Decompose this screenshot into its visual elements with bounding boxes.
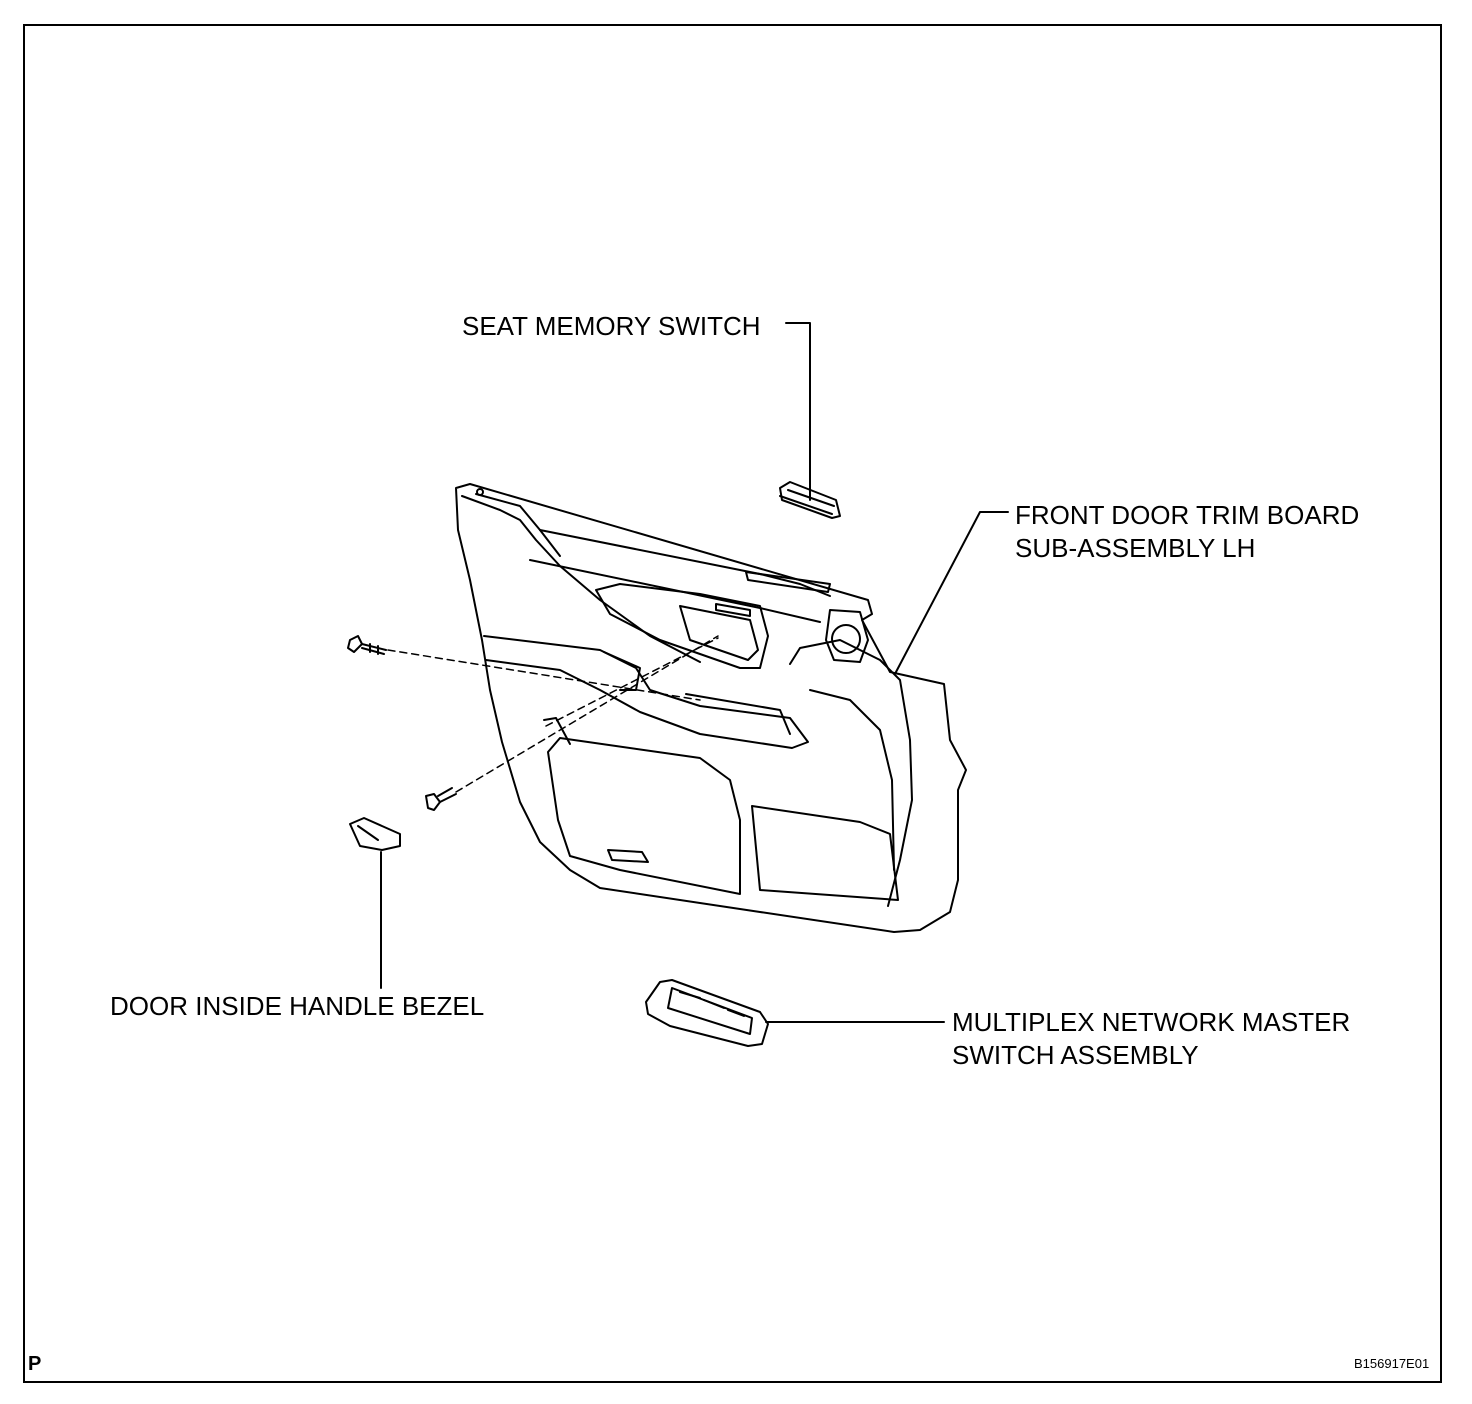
label-multiplex-master-switch: MULTIPLEX NETWORK MASTER SWITCH ASSEMBLY bbox=[952, 1007, 1351, 1070]
corner-mark: P bbox=[28, 1353, 42, 1375]
diagram-frame bbox=[23, 24, 1442, 1383]
screw-upper bbox=[347, 635, 387, 655]
label-front-door-trim-board: FRONT DOOR TRIM BOARD SUB-ASSEMBLY LH bbox=[1015, 500, 1360, 563]
alignment-lines bbox=[387, 635, 719, 793]
figure-code: B156917E01 bbox=[1354, 1356, 1430, 1371]
multiplex-master-switch-part bbox=[645, 979, 769, 1047]
screw-lower bbox=[425, 787, 457, 811]
leader-lines bbox=[380, 322, 1009, 1023]
label-seat-memory-switch: SEAT MEMORY SWITCH bbox=[462, 311, 761, 341]
front-door-trim-board bbox=[455, 483, 967, 933]
door-inside-handle-bezel-part bbox=[349, 817, 401, 851]
label-door-inside-handle-bezel: DOOR INSIDE HANDLE BEZEL bbox=[110, 991, 485, 1021]
